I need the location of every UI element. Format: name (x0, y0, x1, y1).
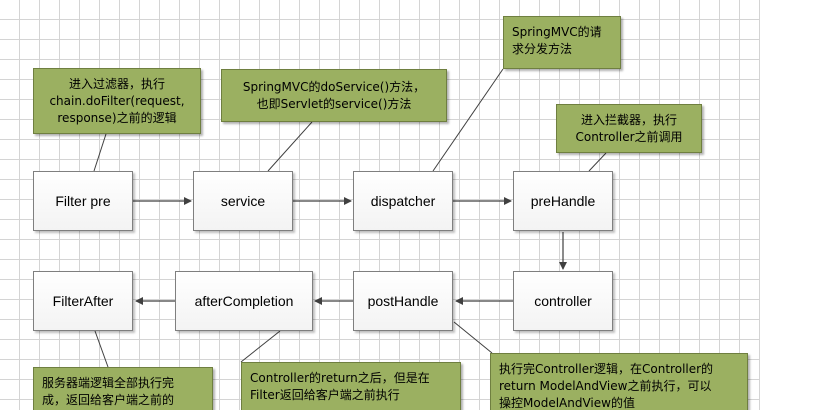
node-dispatcher: dispatcher (353, 171, 453, 231)
leader-filterafter-note (94, 330, 109, 368)
note-posthandle: 执行完Controller逻辑，在Controller的 return Mode… (490, 353, 748, 410)
node-label: controller (534, 293, 592, 309)
note-filterafter: 服务器端逻辑全部执行完 成，返回给客户端之前的 (33, 367, 213, 410)
node-label: service (220, 193, 266, 209)
node-label: afterCompletion (194, 293, 294, 309)
leader-filter-note (93, 133, 107, 172)
note-dispatcher: SpringMVC的请 求分发方法 (503, 16, 621, 69)
node-aftercompletion: afterCompletion (175, 271, 313, 331)
node-filterafter: FilterAfter (33, 271, 133, 331)
leader-prehandle-note (588, 152, 607, 172)
note-aftercompletion: Controller的return之后，但是在 Filter返回给客户端之前执行 (241, 362, 461, 410)
leader-service-note (267, 121, 313, 172)
node-prehandle: preHandle (513, 171, 613, 231)
note-prehandle: 进入拦截器，执行 Controller之前调用 (556, 104, 702, 153)
node-service: service (193, 171, 293, 231)
note-filter: 进入过滤器，执行 chain.doFilter(request, respons… (33, 68, 201, 134)
connectors (93, 68, 607, 368)
node-label: preHandle (530, 193, 596, 209)
node-posthandle: postHandle (353, 271, 453, 331)
node-label: dispatcher (370, 193, 436, 209)
leader-dispatcher-note (432, 68, 504, 172)
leader-posthandle-note (453, 321, 493, 354)
node-filter-pre: Filter pre (33, 171, 133, 231)
node-label: FilterAfter (52, 293, 114, 309)
node-controller: controller (513, 271, 613, 331)
node-label: postHandle (367, 293, 439, 309)
flow-diagram: Filter pre service dispatcher preHandle … (0, 0, 760, 410)
node-label: Filter pre (55, 193, 111, 209)
note-service: SpringMVC的doService()方法， 也即Servlet的servi… (221, 69, 447, 122)
leader-aftercompletion-note (240, 330, 281, 363)
